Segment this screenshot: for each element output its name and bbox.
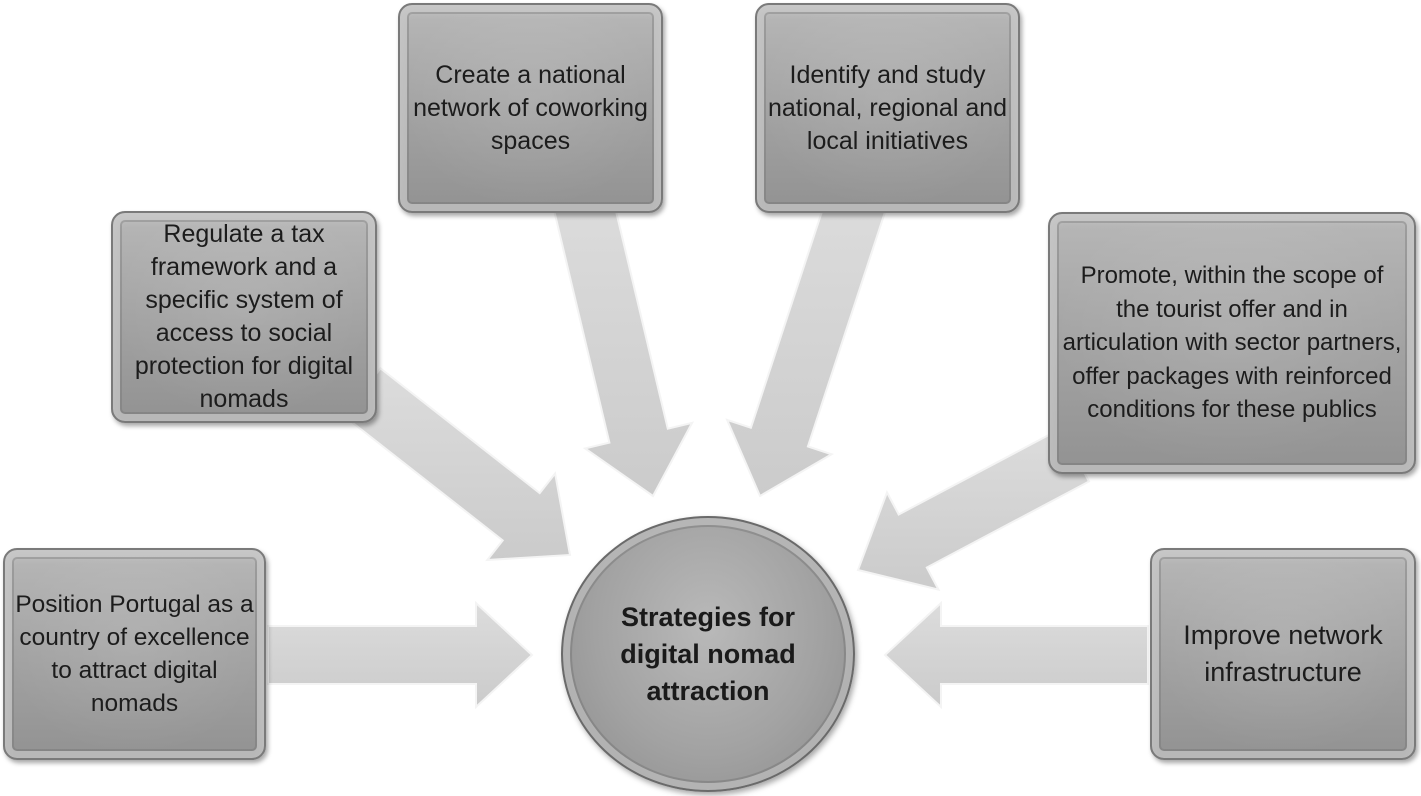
arrow-promote: [856, 427, 1091, 592]
arrow-improve: [883, 600, 1149, 710]
strategy-label-tax: Regulate a tax framework and a specific …: [134, 220, 354, 413]
arrow-coworking: [551, 189, 695, 498]
strategy-label-coworking: Create a national network of coworking s…: [413, 60, 648, 155]
arrow-initiatives: [725, 187, 888, 498]
strategy-label-promote: Promote, within the scope of the tourist…: [1062, 262, 1402, 424]
strategy-box-coworking: Create a national network of coworking s…: [398, 3, 663, 213]
strategy-label-improve: Improve network infrastructure: [1183, 620, 1383, 687]
arrow-position: [267, 600, 534, 710]
arrow-tax: [342, 366, 572, 562]
strategy-box-tax: Regulate a tax framework and a specific …: [111, 211, 377, 423]
center-topic-circle: Strategies for digital nomad attraction: [561, 516, 855, 792]
strategy-box-improve: Improve network infrastructure: [1150, 548, 1416, 760]
strategy-box-promote: Promote, within the scope of the tourist…: [1048, 212, 1416, 474]
strategy-box-position: Position Portugal as a country of excell…: [3, 548, 266, 760]
center-topic-label: Strategies for digital nomad attraction: [620, 601, 796, 706]
strategy-box-initiatives: Identify and study national, regional an…: [755, 3, 1020, 213]
strategy-label-position: Position Portugal as a country of excell…: [15, 591, 254, 717]
strategy-label-initiatives: Identify and study national, regional an…: [767, 60, 1008, 155]
